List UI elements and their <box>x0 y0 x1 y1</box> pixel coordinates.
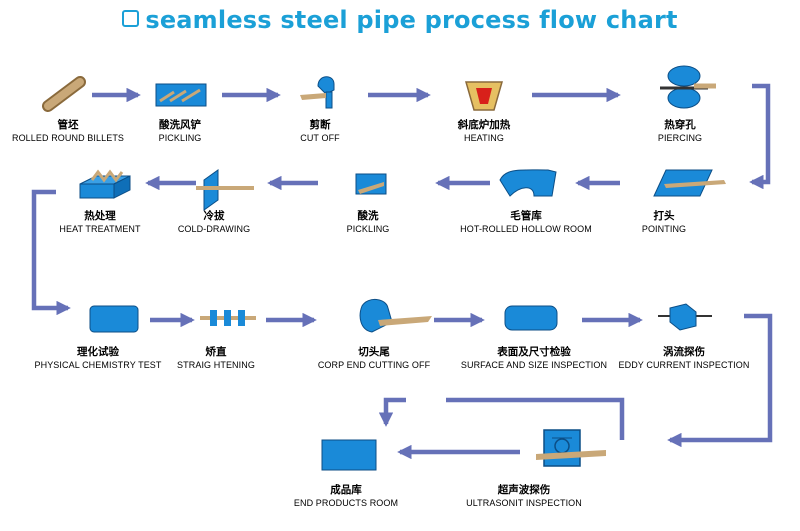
step-label-cold-drawing: 冷拔 COLD-DRAWING <box>178 210 250 235</box>
step-label-zh: 切头尾 <box>358 346 390 358</box>
end-products-room-icon <box>321 439 377 471</box>
piercing-mill-icon <box>660 65 716 109</box>
pickling-tank-2-icon <box>355 173 387 195</box>
billet-icon <box>42 76 86 112</box>
arrow-10 <box>31 189 71 316</box>
arrow-17 <box>378 397 406 427</box>
arrow-5 <box>749 83 771 190</box>
step-label-crop-end: 切头尾 CORP END CUTTING OFF <box>318 346 430 371</box>
step-label-end-products: 成品库 END PRODUCTS ROOM <box>294 484 398 509</box>
step-label-surface-inspection: 表面及尺寸检验 SURFACE AND SIZE INSPECTION <box>461 346 607 371</box>
hollow-room-icon <box>499 169 557 197</box>
step-label-lab-test: 理化试验 PHYSICAL CHEMISTRY TEST <box>35 346 162 371</box>
step-label-en: STRAIG HTENING <box>177 360 255 370</box>
cutting-machine-icon <box>359 299 432 333</box>
step-label-en: PHYSICAL CHEMISTRY TEST <box>34 360 162 370</box>
cut-off-icon <box>300 76 335 109</box>
step-label-en: POINTING <box>641 224 687 234</box>
step-label-zh: 表面及尺寸检验 <box>497 346 571 358</box>
step-label-zh: 热处理 <box>84 210 116 222</box>
step-label-pickling: 酸洗风铲 PICKLING <box>159 119 202 144</box>
step-label-zh: 斜底炉加热 <box>457 119 511 131</box>
step-label-zh: 毛管库 <box>510 210 542 222</box>
step-label-pickling-2: 酸洗 PICKLING <box>347 210 390 235</box>
step-label-piercing: 热穿孔 PIERCING <box>658 119 702 144</box>
step-label-en: ULTRASONIT INSPECTION <box>466 498 582 508</box>
step-label-hollow-room: 毛管库 HOT-ROLLED HOLLOW ROOM <box>460 210 592 235</box>
step-label-en: HEATING <box>463 133 505 143</box>
arrow-16 <box>446 397 625 440</box>
step-label-en: SURFACE AND SIZE INSPECTION <box>460 360 608 370</box>
step-label-zh: 成品库 <box>330 484 362 496</box>
step-label-en: PIERCING <box>657 133 703 143</box>
step-label-zh: 冷拔 <box>203 210 225 222</box>
step-label-en: EDDY CURRENT INSPECTION <box>618 360 750 370</box>
step-label-straightening: 矫直 STRAIG HTENING <box>177 346 255 371</box>
step-label-zh: 酸洗风铲 <box>159 119 201 131</box>
step-label-billets: 管坯 ROLLED ROUND BILLETS <box>12 119 124 144</box>
step-label-zh: 管坯 <box>57 119 79 131</box>
step-label-en: HOT-ROLLED HOLLOW ROOM <box>460 224 592 234</box>
step-label-cut-off: 剪断 CUT OFF <box>300 119 340 144</box>
furnace-icon <box>465 81 503 111</box>
title-square-icon <box>122 10 140 27</box>
arrow-15 <box>667 313 773 448</box>
step-label-en: COLD-DRAWING <box>177 224 251 234</box>
step-label-pointing: 打头 POINTING <box>642 210 686 235</box>
step-label-zh: 涡流探伤 <box>663 346 705 358</box>
step-label-heat-treatment: 热处理 HEAT TREATMENT <box>59 210 140 235</box>
step-label-en: PICKLING <box>158 133 202 143</box>
step-label-ultrasonic: 超声波探伤 ULTRASONIT INSPECTION <box>466 484 582 509</box>
pickling-tank-icon <box>155 83 207 107</box>
step-label-zh: 打头 <box>653 210 675 222</box>
step-label-en: END PRODUCTS ROOM <box>293 498 399 508</box>
step-label-zh: 超声波探伤 <box>497 484 551 496</box>
inspection-table-icon <box>504 305 558 331</box>
step-label-eddy-current: 涡流探伤 EDDY CURRENT INSPECTION <box>619 346 750 371</box>
page-title: seamless steel pipe process flow chart <box>0 6 800 34</box>
step-label-en: ROLLED ROUND BILLETS <box>11 133 125 143</box>
step-label-en: PICKLING <box>346 224 390 234</box>
step-label-zh: 剪断 <box>309 119 331 131</box>
cold-drawing-icon <box>196 169 254 211</box>
ultrasonic-icon <box>536 429 606 467</box>
step-label-en: CUT OFF <box>300 133 340 143</box>
step-label-heating: 斜底炉加热 HEATING <box>458 119 511 144</box>
heat-treatment-icon <box>79 169 131 199</box>
pointing-icon <box>653 169 726 197</box>
step-label-zh: 矫直 <box>205 346 227 358</box>
lab-test-icon <box>89 305 139 333</box>
straightening-icon <box>200 310 256 326</box>
step-label-zh: 热穿孔 <box>664 119 696 131</box>
step-label-zh: 酸洗 <box>357 210 379 222</box>
eddy-current-icon <box>658 303 712 331</box>
step-label-en: CORP END CUTTING OFF <box>317 360 431 370</box>
title-text: seamless steel pipe process flow chart <box>145 6 678 34</box>
step-label-en: HEAT TREATMENT <box>59 224 141 234</box>
step-label-zh: 理化试验 <box>77 346 119 358</box>
